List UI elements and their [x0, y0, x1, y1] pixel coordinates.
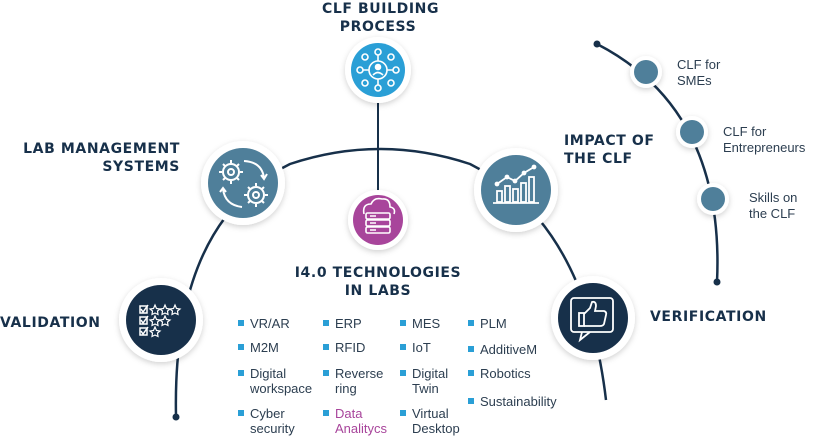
bullet-icon	[400, 410, 406, 416]
side-arc-start-dot	[593, 40, 601, 48]
bullet-icon	[400, 344, 406, 350]
bullet-icon	[468, 346, 474, 352]
side-node-smes	[630, 56, 662, 88]
heading-i40-technologies: I4.0 TECHNOLOGIES IN LABS	[294, 265, 462, 299]
bullet-icon	[238, 410, 244, 416]
main-arc-start-dot	[172, 413, 180, 421]
thumbs-up-icon	[551, 276, 635, 360]
heading-verification: VERIFICATION	[650, 309, 767, 325]
tech-item: AdditiveM	[468, 342, 537, 357]
cloud-server-icon	[348, 190, 408, 250]
tech-item: Robotics	[468, 366, 531, 381]
side-label-entrepreneurs: CLF for Entrepreneurs	[723, 124, 806, 155]
tech-item: Sustainability	[468, 394, 557, 409]
heading-validation: VALIDATION	[0, 315, 101, 331]
tech-item: IoT	[400, 340, 431, 355]
bullet-icon	[468, 398, 474, 404]
side-label-smes: CLF for SMEs	[677, 57, 721, 88]
bullet-icon	[238, 344, 244, 350]
bullet-icon	[468, 320, 474, 326]
bullet-icon	[323, 370, 329, 376]
bullet-icon	[238, 370, 244, 376]
bullet-icon	[323, 344, 329, 350]
bullet-icon	[238, 320, 244, 326]
tech-item: PLM	[468, 316, 507, 331]
bullet-icon	[400, 320, 406, 326]
bullet-icon	[400, 370, 406, 376]
bar-chart-growth-icon	[474, 148, 558, 232]
side-arc-end-dot	[713, 278, 721, 286]
tech-item: RFID	[323, 340, 365, 355]
side-label-skills: Skills on the CLF	[749, 190, 798, 221]
tech-item: VR/AR	[238, 316, 290, 331]
bullet-icon	[468, 370, 474, 376]
tech-item: M2M	[238, 340, 279, 355]
tech-item: MES	[400, 316, 440, 331]
bullet-icon	[323, 410, 329, 416]
main-arc	[174, 147, 608, 417]
side-node-skills	[697, 183, 729, 215]
network-people-icon	[345, 37, 411, 103]
side-node-entrepreneurs	[676, 116, 708, 148]
tech-item: ERP	[323, 316, 362, 331]
heading-lab-management-systems: LAB MANAGEMENT SYSTEMS	[23, 141, 180, 175]
star-rating-checklist-icon	[119, 278, 203, 362]
bullet-icon	[323, 320, 329, 326]
heading-clf-building-process: CLF BUILDING PROCESS	[322, 1, 440, 35]
gears-cycle-icon	[201, 141, 285, 225]
heading-impact-of-clf: IMPACT OF THE CLF	[564, 133, 655, 167]
